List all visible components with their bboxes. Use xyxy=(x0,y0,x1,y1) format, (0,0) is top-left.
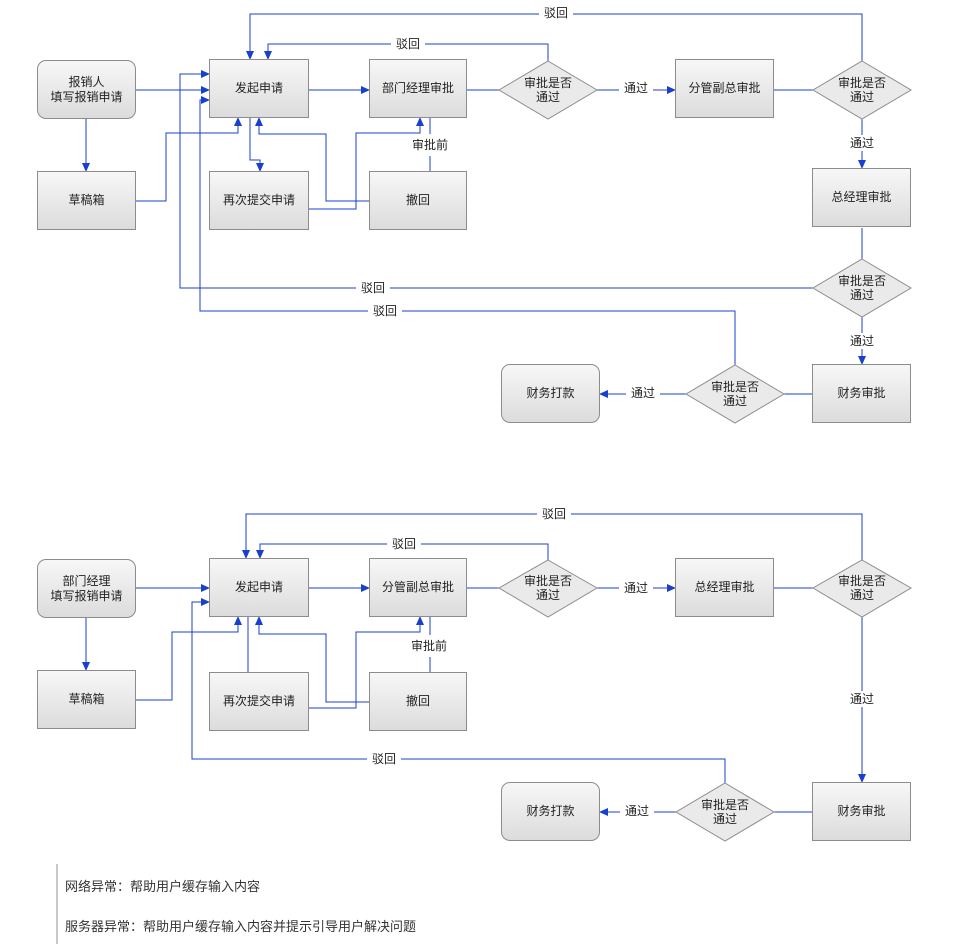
submit-node: 发起申请 xyxy=(209,59,309,118)
decision-diamond xyxy=(675,782,775,842)
edge-drafts-submit xyxy=(136,117,242,202)
drafts-node: 草稿箱 xyxy=(37,171,136,230)
decision-label: 审批是否 通过 xyxy=(837,76,886,104)
resubmit-node: 再次提交申请 xyxy=(209,672,309,731)
decision-diamond xyxy=(812,559,912,618)
decision-diamond xyxy=(498,60,598,120)
note-server: 服务器异常：帮助用户缓存输入内容并提示引导用户解决问题 xyxy=(65,920,417,935)
decision-diamond xyxy=(812,60,912,120)
applicant-node: 报销人 填写报销申请 xyxy=(37,60,136,119)
decision-diamond xyxy=(685,364,785,424)
gm-node: 总经理审批 xyxy=(812,168,911,227)
edge-label-before-approval: 审批前 xyxy=(406,137,454,153)
edge-label-reject: 驳回 xyxy=(386,536,422,552)
gm-node: 总经理审批 xyxy=(675,558,774,617)
decision-label: 审批是否 通过 xyxy=(837,574,886,602)
edge-label-pass: 通过 xyxy=(844,691,880,707)
edge-withdraw-submit xyxy=(255,117,369,202)
payment-node: 财务打款 xyxy=(501,782,600,841)
edge-label-pass: 通过 xyxy=(619,803,655,819)
edge-label-reject: 驳回 xyxy=(355,280,391,296)
edge2-resubmit-vp xyxy=(309,616,424,709)
withdraw-node: 撤回 xyxy=(369,171,467,230)
edge-label-reject: 驳回 xyxy=(390,36,426,52)
decision-label: 审批是否 通过 xyxy=(523,574,572,602)
applicant-node: 部门经理 填写报销申请 xyxy=(37,559,136,618)
withdraw-node: 撤回 xyxy=(369,672,467,731)
submit-node: 发起申请 xyxy=(209,558,309,617)
edge-submit-resubmit xyxy=(249,118,264,172)
edge-label-pass: 通过 xyxy=(625,385,661,401)
edge-reject-gm xyxy=(179,70,813,289)
edge-label-reject: 驳回 xyxy=(536,506,572,522)
edge-label-pass: 通过 xyxy=(618,580,654,596)
finance-node: 财务审批 xyxy=(812,782,911,841)
drafts-node: 草稿箱 xyxy=(37,670,136,729)
vp-node: 分管副总审批 xyxy=(369,558,467,617)
edge2-drafts-submit xyxy=(136,616,242,701)
decision-label: 审批是否 通过 xyxy=(710,380,759,408)
edge-label-reject: 驳回 xyxy=(538,5,574,21)
edge-label-pass: 通过 xyxy=(844,135,880,151)
payment-node: 财务打款 xyxy=(501,364,600,423)
edge-label-before-approval: 审批前 xyxy=(405,638,453,654)
decision-diamond xyxy=(812,258,912,318)
edge-reject-finance xyxy=(199,96,736,365)
finance-node: 财务审批 xyxy=(812,364,911,423)
dept-manager-node: 部门经理审批 xyxy=(369,59,467,118)
decision-label: 审批是否 通过 xyxy=(837,274,886,302)
resubmit-node: 再次提交申请 xyxy=(209,171,309,230)
note-network: 网络异常：帮助用户缓存输入内容 xyxy=(65,880,261,895)
notes-block: 网络异常：帮助用户缓存输入内容 服务器异常：帮助用户缓存输入内容并提示引导用户解… xyxy=(56,864,476,944)
edge-label-reject: 驳回 xyxy=(367,303,403,319)
edge-label-reject: 驳回 xyxy=(366,751,402,767)
vp-node: 分管副总审批 xyxy=(675,59,774,118)
edge-resubmit-dept xyxy=(309,117,424,210)
edge2-reject-finance xyxy=(191,598,726,783)
edge-label-pass: 通过 xyxy=(844,333,880,349)
edge2-withdraw-submit xyxy=(255,616,369,703)
edge-label-pass: 通过 xyxy=(618,80,654,96)
decision-label: 审批是否 通过 xyxy=(523,76,572,104)
edge-reject-top xyxy=(246,13,863,61)
decision-diamond xyxy=(498,559,598,618)
decision-label: 审批是否 通过 xyxy=(700,798,749,826)
